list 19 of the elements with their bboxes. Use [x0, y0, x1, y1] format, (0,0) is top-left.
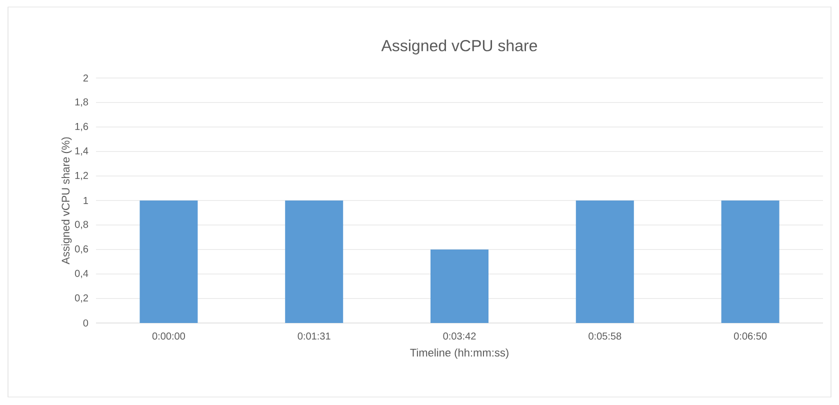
chart-title: Assigned vCPU share — [381, 40, 538, 54]
y-tick-label: 2 — [83, 74, 88, 82]
y-tick-label: 1,6 — [75, 122, 88, 132]
y-tick-label: 1,8 — [75, 98, 88, 107]
y-tick-label: 0,8 — [74, 220, 88, 230]
y-tick-label: 0 — [83, 319, 88, 327]
y-tick-label: 1 — [84, 197, 88, 204]
y-tick-label: 1,2 — [75, 172, 88, 180]
y-tick-label: 1,4 — [75, 147, 88, 156]
x-tick-label: 0:05:58 — [588, 332, 622, 340]
y-tick-label: 0,4 — [74, 270, 88, 278]
y-tick-label: 0,2 — [74, 294, 88, 303]
y-tick-label: 0,6 — [74, 245, 88, 254]
x-tick-label: 0:00:00 — [152, 332, 185, 340]
x-axis-title: Timeline (hh:mm:ss) — [410, 348, 508, 359]
x-tick-label: 0:01:31 — [298, 332, 330, 340]
y-axis-title: Assigned vCPU share (%) — [61, 137, 72, 264]
x-tick-label: 0:03:42 — [443, 332, 476, 340]
x-tick-label: 0:06:50 — [734, 332, 767, 340]
